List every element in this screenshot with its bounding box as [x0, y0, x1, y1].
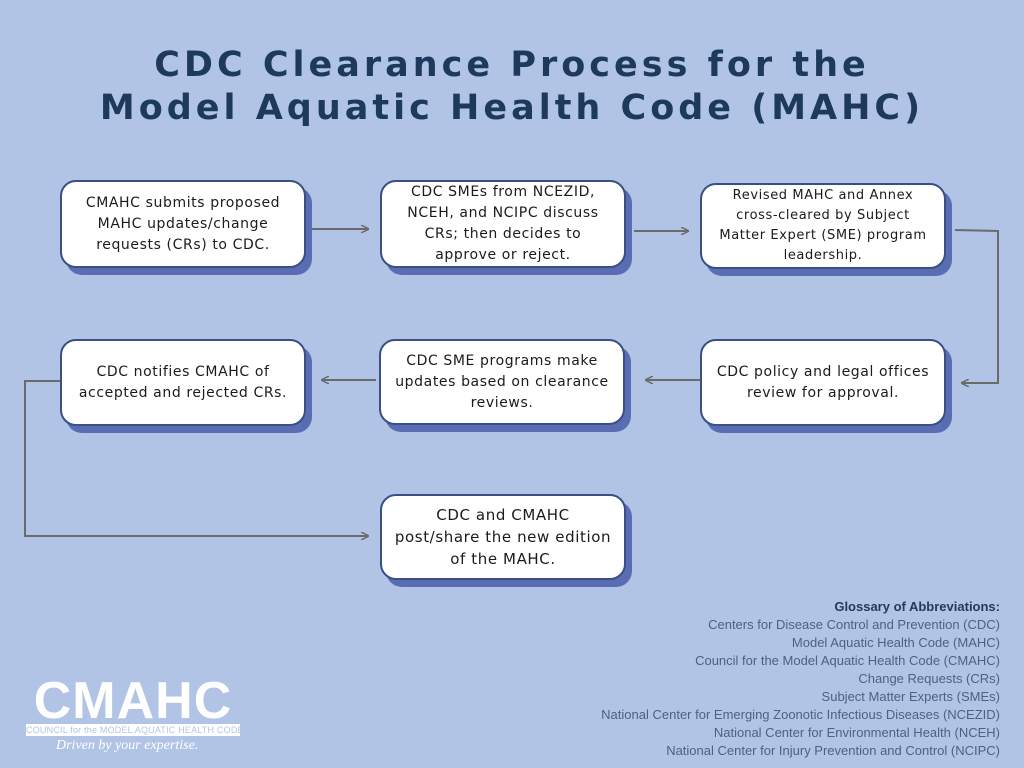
glossary-heading: Glossary of Abbreviations: — [834, 599, 1000, 614]
step-6-cdc-notifies: CDC notifies CMAHC of accepted and rejec… — [60, 339, 306, 426]
logo-wordmark: CMAHC — [33, 672, 233, 730]
step-3-cross-cleared: Revised MAHC and Annex cross-cleared by … — [700, 183, 946, 269]
glossary-item: Council for the Model Aquatic Health Cod… — [695, 653, 1000, 668]
title-line-1: CDC Clearance Process for the — [154, 45, 870, 85]
step-7-post-share: CDC and CMAHC post/share the new edition… — [380, 494, 626, 580]
logo-tagline: Driven by your expertise. — [56, 738, 199, 753]
glossary: Glossary of Abbreviations: Centers for D… — [601, 598, 1000, 760]
glossary-item: National Center for Emerging Zoonotic In… — [601, 707, 1000, 722]
diagram-title: CDC Clearance Process for the Model Aqua… — [0, 44, 1024, 130]
cmahc-logo: CMAHC COUNCIL for the MODEL AQUATIC HEAL… — [26, 672, 244, 736]
step-2-cdc-smes-discuss: CDC SMEs from NCEZID, NCEH, and NCIPC di… — [380, 180, 626, 268]
glossary-item: National Center for Injury Prevention an… — [666, 743, 1000, 758]
step-5-sme-updates: CDC SME programs make updates based on c… — [379, 339, 625, 425]
glossary-item: Centers for Disease Control and Preventi… — [708, 617, 1000, 632]
step-4-policy-legal-review: CDC policy and legal offices review for … — [700, 339, 946, 426]
glossary-item: Subject Matter Experts (SMEs) — [821, 689, 1000, 704]
arrow-step3-to-step4 — [954, 229, 999, 383]
title-line-2: Model Aquatic Health Code (MAHC) — [99, 88, 925, 128]
logo-subtitle: COUNCIL for the MODEL AQUATIC HEALTH COD… — [26, 724, 240, 736]
step-1-cmahc-submits: CMAHC submits proposed MAHC updates/chan… — [60, 180, 306, 268]
glossary-item: Model Aquatic Health Code (MAHC) — [791, 635, 1000, 650]
arrow-step6-to-step7 — [24, 380, 368, 536]
glossary-item: National Center for Environmental Health… — [713, 725, 1000, 740]
glossary-item: Change Requests (CRs) — [858, 671, 1000, 686]
